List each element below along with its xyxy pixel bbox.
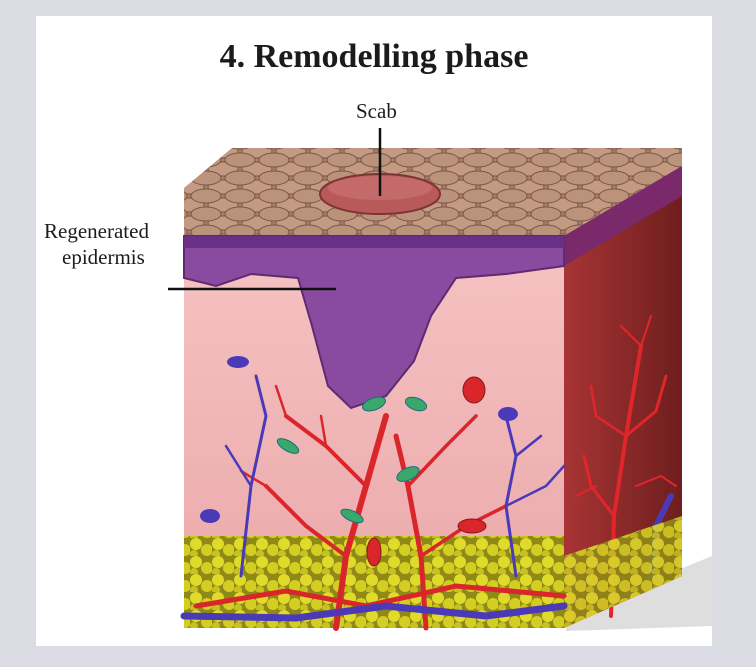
white-blood-cells	[200, 356, 518, 523]
diagram-title: 4. Remodelling phase	[219, 38, 529, 75]
diagram-panel: 4. Remodelling phase	[36, 16, 712, 646]
regenerated-epidermis-label: Regenerated epidermis	[44, 218, 149, 270]
regenerated-label-line1: Regenerated	[44, 219, 149, 243]
skin-cross-section	[168, 128, 712, 631]
regenerated-label-line2: epidermis	[62, 245, 145, 269]
fibroblast-cells	[276, 396, 428, 524]
veins	[180, 374, 568, 622]
side-face	[564, 166, 682, 628]
scab-label: Scab	[356, 99, 397, 123]
red-blood-cells	[366, 376, 487, 567]
